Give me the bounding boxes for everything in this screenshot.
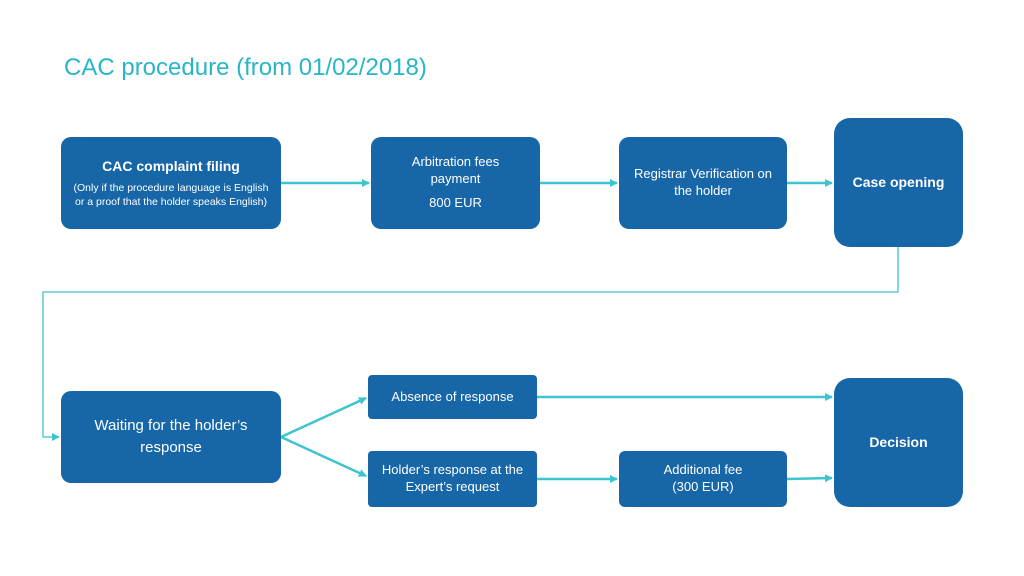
node-waiting-for-response-label: Waiting for the holder’s response: [94, 417, 248, 456]
node-holder-response: Holder’s response at the Expert’s reques…: [368, 451, 537, 507]
node-arbitration-fees-amount: 800 EUR: [429, 195, 482, 211]
node-arbitration-fees-label: Arbitration fees payment: [411, 153, 500, 186]
node-cac-complaint-filing: CAC complaint filing (Only if the proced…: [61, 137, 281, 229]
node-arbitration-fees: Arbitration fees payment 800 EUR: [371, 137, 540, 229]
node-additional-fee: Additional fee (300 EUR): [619, 451, 787, 507]
node-holder-response-label: Holder’s response at the Expert’s reques…: [381, 462, 524, 494]
arrow-waiting-to-absence: [280, 396, 367, 439]
node-waiting-for-response: Waiting for the holder’s response: [61, 391, 281, 483]
node-absence-of-response: Absence of response: [368, 375, 537, 419]
node-case-opening: Case opening: [834, 118, 963, 247]
node-case-opening-label: Case opening: [852, 174, 945, 191]
node-absence-of-response-label: Absence of response: [391, 388, 514, 404]
arrow-case-opening-to-waiting: [42, 247, 899, 441]
node-cac-complaint-filing-note: (Only if the procedure language is Engli…: [73, 181, 269, 209]
node-decision: Decision: [834, 378, 963, 507]
node-registrar-verification-label: Registrar Verification on the holder: [633, 166, 772, 198]
arrow-waiting-to-holder-response: [280, 435, 367, 478]
node-registrar-verification: Registrar Verification on the holder: [619, 137, 787, 229]
node-additional-fee-amount: (300 EUR): [672, 479, 734, 494]
arrow-additional-fee-to-decision: [786, 474, 833, 483]
node-additional-fee-label: Additional fee: [663, 462, 743, 478]
page-title: CAC procedure (from 01/02/2018): [64, 54, 427, 81]
node-cac-complaint-filing-title: CAC complaint filing: [102, 157, 240, 174]
node-decision-label: Decision: [869, 434, 928, 451]
